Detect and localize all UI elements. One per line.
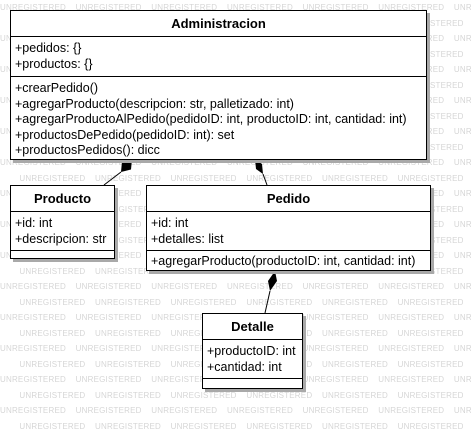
composition-line-pedido [262,173,268,186]
class-detalle[interactable]: Detalle +productoID: int +cantidad: int [202,313,303,389]
class-producto-name: Producto [11,186,114,212]
operation-crear-pedido: +crearPedido() [15,81,99,95]
operation-agregar-producto: +agregarProducto(descripcion: str, palle… [15,96,294,111]
class-producto-attributes: +id: int +descripcion: str [11,212,114,251]
class-pedido[interactable]: Pedido +id: int +detalles: list +agregar… [146,185,431,271]
attribute-id: +id: int [151,216,189,230]
composition-diamond-detalle [268,271,277,291]
class-administracion[interactable]: Administracion +pedidos: {} +productos: … [10,10,427,160]
composition-diamond-producto [121,159,132,172]
class-pedido-name: Pedido [147,186,430,212]
class-detalle-attributes: +productoID: int +cantidad: int [203,340,302,379]
class-administracion-attributes: +pedidos: {} +productos: {} [11,37,426,77]
operation-productos-pedidos: +productosPedidos(): dicc [15,143,160,157]
operation-agregar-producto: +agregarProducto(productoID: int, cantid… [151,254,416,268]
class-producto-operations [11,251,114,257]
operation-productos-de-pedido: +productosDePedido(pedidoID: int): set [15,127,235,142]
attribute-id: +id: int [15,216,53,230]
attribute-productos: +productos: {} [15,56,93,71]
class-administracion-operations: +crearPedido() +agregarProducto(descripc… [11,77,426,162]
class-pedido-attributes: +id: int +detalles: list [147,212,430,251]
operation-agregar-producto-al-pedido: +agregarProductoAlPedido(pedidoID: int, … [15,112,407,126]
attribute-pedidos: +pedidos: {} [15,41,82,55]
class-producto[interactable]: Producto +id: int +descripcion: str [10,185,115,259]
attribute-cantidad: +cantidad: int [207,359,282,374]
attribute-descripcion: +descripcion: str [15,231,107,246]
class-administracion-name: Administracion [11,11,426,37]
class-pedido-operations: +agregarProducto(productoID: int, cantid… [147,251,430,273]
composition-line-producto [103,171,122,186]
attribute-detalles: +detalles: list [151,231,224,246]
composition-line-detalle [264,290,271,314]
composition-diamond-pedido [255,159,263,174]
class-detalle-operations [203,379,302,386]
class-detalle-name: Detalle [203,314,302,340]
attribute-producto-id: +productoID: int [207,344,296,358]
